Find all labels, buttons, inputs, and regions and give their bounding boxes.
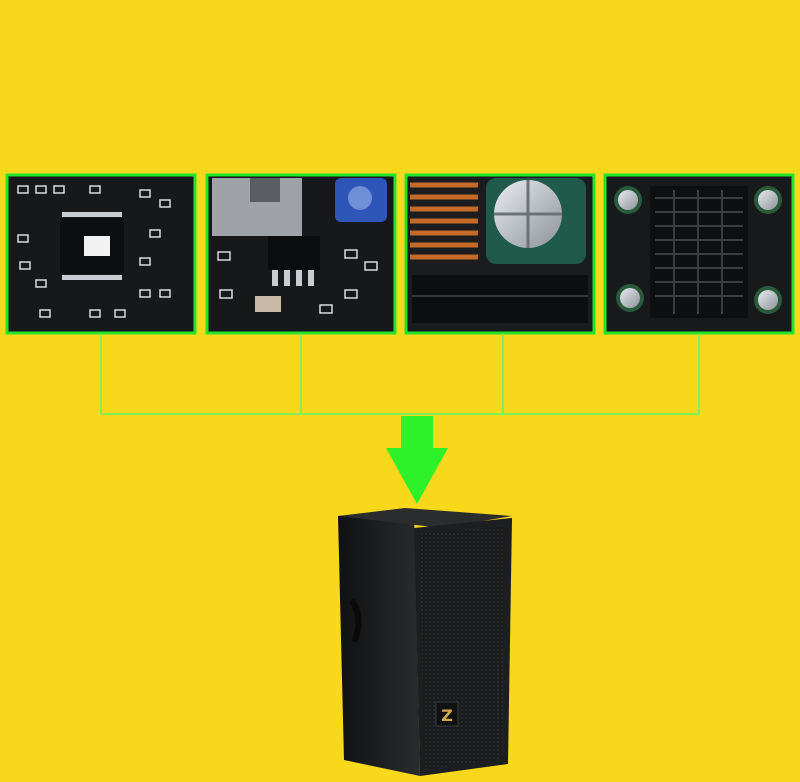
- panel-amplifier-chip: [5, 173, 197, 335]
- down-arrow-icon: [386, 416, 448, 504]
- speaker-cabinet: Z: [338, 508, 512, 776]
- soic-chip: [268, 236, 320, 270]
- speaker-logo-badge: [435, 701, 459, 727]
- panel-inductor-and-capacitor: [404, 173, 596, 335]
- panel-switch-and-potentiometer: [205, 173, 397, 335]
- speaker-grille: [420, 526, 505, 770]
- chip-pins: [62, 212, 122, 280]
- connector-lines: [100, 334, 700, 415]
- handle-cutout: [349, 598, 362, 644]
- speaker-logo: Z: [441, 706, 453, 725]
- panel-heatsink: [603, 173, 795, 335]
- chip-marking: [84, 236, 110, 256]
- capacitors: [614, 186, 782, 314]
- inductor-coil: [410, 182, 478, 260]
- solder-pads: [17, 185, 171, 318]
